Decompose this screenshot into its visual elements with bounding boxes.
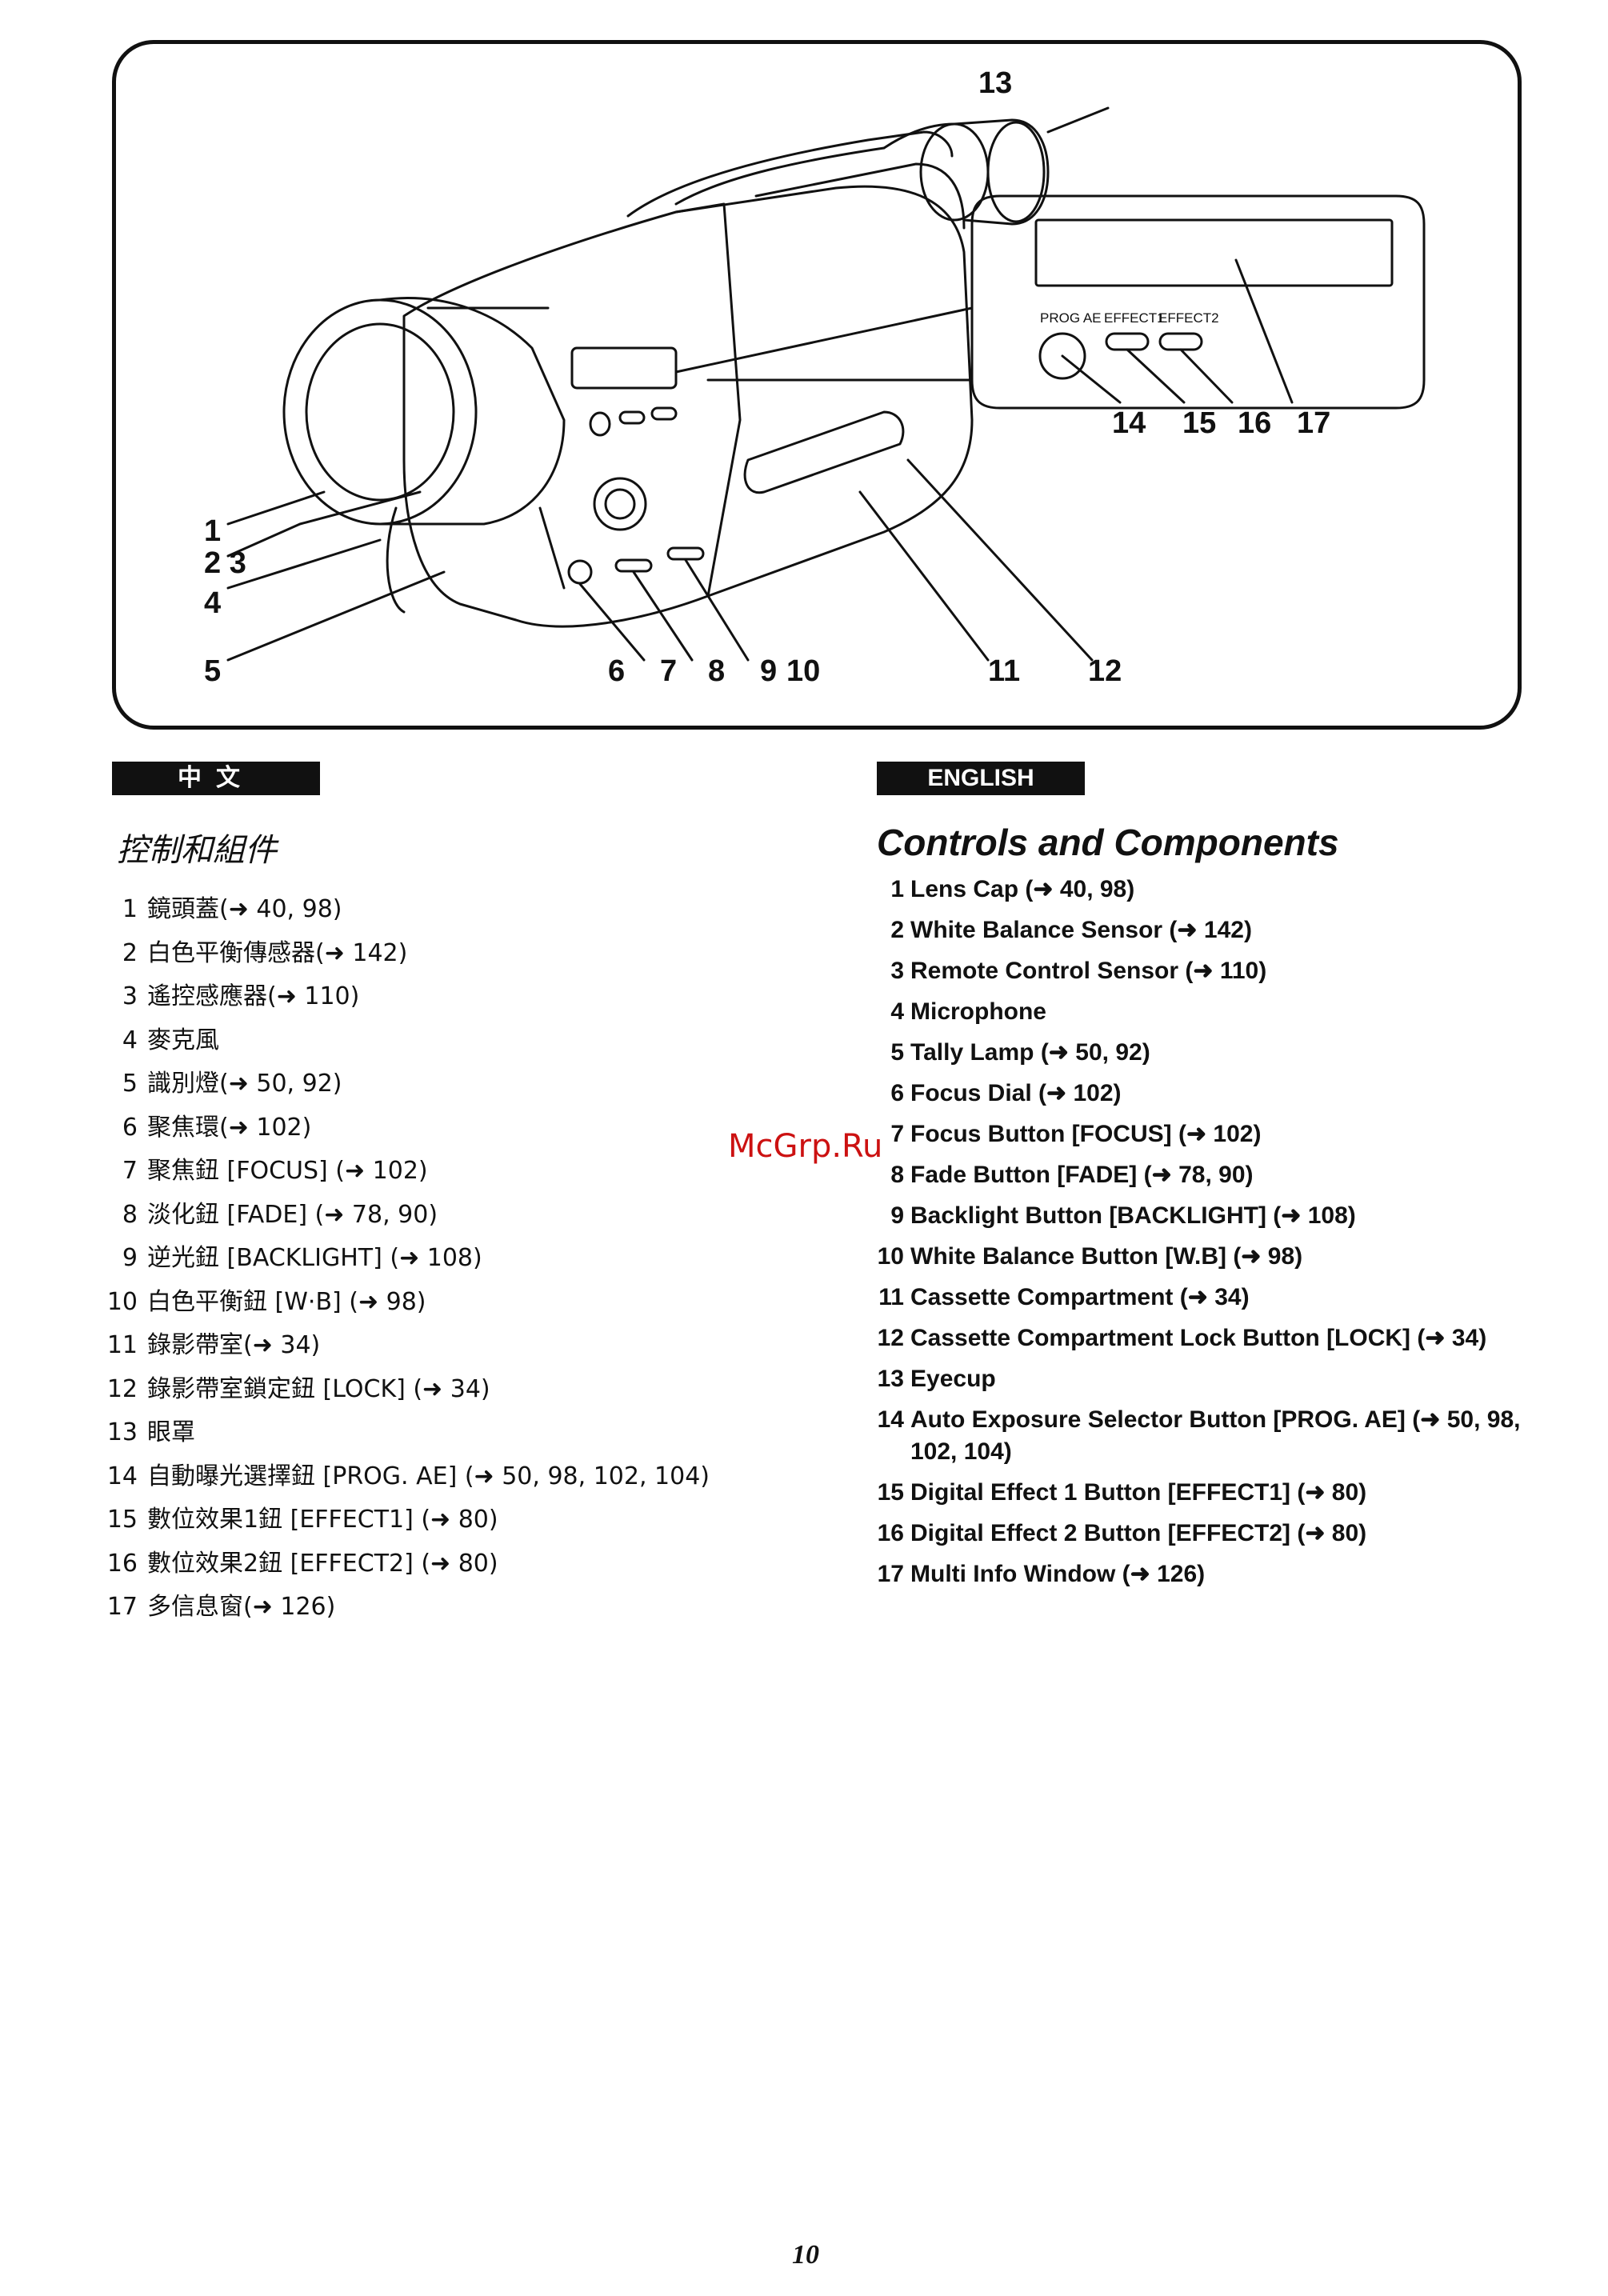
effect1-label: EFFECT1 bbox=[1104, 310, 1165, 326]
effect2-label: EFFECT2 bbox=[1158, 310, 1219, 326]
callout-2-3: 2 3 bbox=[204, 546, 246, 580]
callout-10: 10 bbox=[786, 654, 821, 688]
callout-11: 11 bbox=[988, 654, 1021, 688]
chinese-title: 控制和組件 bbox=[117, 832, 277, 869]
callout-6: 6 bbox=[608, 654, 626, 688]
callout-15: 15 bbox=[1182, 406, 1217, 440]
callout-7: 7 bbox=[660, 654, 678, 688]
callout-14: 14 bbox=[1112, 406, 1146, 440]
callout-8: 8 bbox=[708, 654, 726, 688]
callout-17: 17 bbox=[1297, 406, 1331, 440]
callout-4: 4 bbox=[204, 586, 222, 620]
callout-5: 5 bbox=[204, 654, 222, 688]
callout-12: 12 bbox=[1088, 654, 1122, 688]
callout-9: 9 bbox=[760, 654, 778, 688]
watermark: McGrp.Ru bbox=[728, 1128, 883, 1165]
english-title: Controls and Components bbox=[877, 822, 1339, 863]
camcorder-illustration bbox=[226, 106, 1426, 662]
page-number: 10 bbox=[792, 2240, 819, 2270]
callout-16: 16 bbox=[1238, 406, 1272, 440]
prog-ae-label: PROG AE bbox=[1040, 310, 1102, 326]
english-section-header: ENGLISH bbox=[877, 762, 1085, 795]
callout-1: 1 bbox=[204, 514, 222, 548]
callout-13: 13 bbox=[978, 66, 1013, 100]
chinese-section-header: 中文 bbox=[112, 762, 320, 795]
camcorder-diagram: 13 14 15 16 17 1 2 3 4 5 6 7 8 9 10 11 1… bbox=[112, 40, 1522, 730]
